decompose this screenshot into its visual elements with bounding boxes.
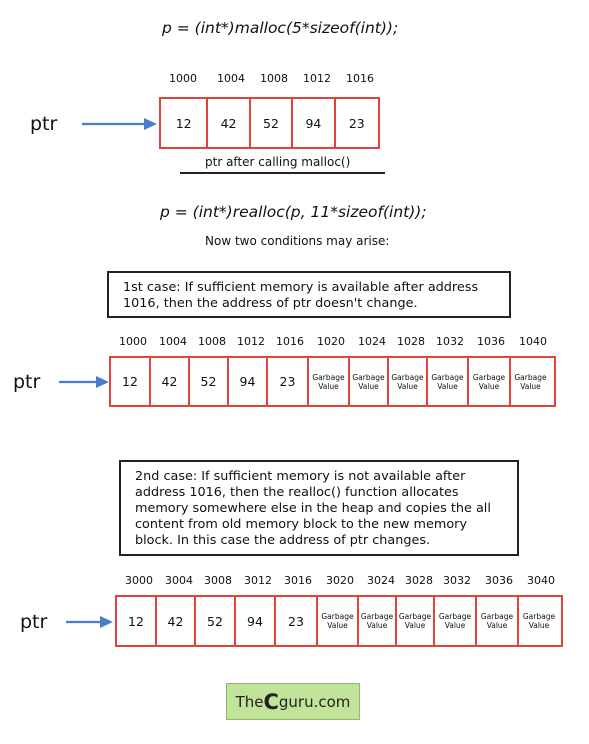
conditions-text: Now two conditions may arise: <box>205 234 390 248</box>
memory-address-label: 3036 <box>485 574 513 587</box>
case1-box: 1st case: If sufficient memory is availa… <box>107 271 511 318</box>
memory-cell: 12 <box>117 597 157 645</box>
memory-address-label: 3016 <box>284 574 312 587</box>
memory-address-label: 3032 <box>443 574 471 587</box>
memory-address-label: 3028 <box>405 574 433 587</box>
memory-cell: 42 <box>157 597 196 645</box>
memory-address-label: 3040 <box>527 574 555 587</box>
memory-cell: 52 <box>251 99 294 147</box>
memory-address-label: 3004 <box>165 574 193 587</box>
memory-address-label: 1028 <box>397 335 425 348</box>
memory-address-label: 1024 <box>358 335 386 348</box>
caption-underline <box>180 172 385 174</box>
memory-address-label: 1004 <box>217 72 245 85</box>
memory-address-label: 3012 <box>244 574 272 587</box>
memory-cell-garbage: Garbage Value <box>397 597 435 645</box>
memory-cell: 23 <box>268 358 309 405</box>
memory-cell-garbage: Garbage Value <box>318 597 359 645</box>
memory-cell-garbage: Garbage Value <box>469 358 511 405</box>
memory-cell-garbage: Garbage Value <box>477 597 519 645</box>
memory-cell: 52 <box>190 358 229 405</box>
memory-cell: 42 <box>151 358 190 405</box>
arrow-icon <box>66 616 113 628</box>
memory-cell-garbage: Garbage Value <box>350 358 389 405</box>
memory-address-label: 1012 <box>237 335 265 348</box>
ptr-label-2: ptr <box>13 371 41 393</box>
memory-cell: 12 <box>161 99 209 147</box>
logo-suffix: guru.com <box>278 692 351 711</box>
memory-address-label: 1008 <box>260 72 288 85</box>
after-malloc-caption: ptr after calling malloc() <box>205 155 351 169</box>
memory-cell-garbage: Garbage Value <box>522 612 556 630</box>
memory-cell-garbage: Garbage Value <box>359 597 397 645</box>
memory-address-label: 1032 <box>436 335 464 348</box>
memory-cell: 23 <box>276 597 318 645</box>
memory-address-label: 1012 <box>303 72 331 85</box>
memory-address-label: 1004 <box>159 335 187 348</box>
ptr-label-1: ptr <box>30 113 58 135</box>
memory-cell: 94 <box>236 597 276 645</box>
logo-big-letter: C <box>263 689 279 714</box>
logo-prefix: The <box>235 692 264 711</box>
memory-cell: 12 <box>111 358 151 405</box>
arrow-icon <box>59 376 109 388</box>
case2-box: 2nd case: If sufficient memory is not av… <box>119 460 519 556</box>
malloc-statement: p = (int*)malloc(5*sizeof(int)); <box>162 19 399 37</box>
memory-address-label: 1000 <box>119 335 147 348</box>
memory-address-label: 1016 <box>276 335 304 348</box>
memory-cell-garbage: Garbage Value <box>435 597 477 645</box>
memory-cell-garbage: Garbage Value <box>309 358 350 405</box>
memory-address-label: 1008 <box>198 335 226 348</box>
memory-cell: 52 <box>196 597 236 645</box>
memory-address-label: 1040 <box>519 335 547 348</box>
memory-cell-garbage: Garbage Value <box>514 372 547 391</box>
memory-cell: 94 <box>293 99 336 147</box>
memory-address-label: 1020 <box>317 335 345 348</box>
memory-cell-garbage: Garbage Value <box>428 358 469 405</box>
ptr-label-3: ptr <box>20 611 48 633</box>
memory-address-label: 3000 <box>125 574 153 587</box>
memory-address-label: 1016 <box>346 72 374 85</box>
memory-address-label: 1000 <box>169 72 197 85</box>
arrow-icon <box>82 118 157 130</box>
memory-address-label: 3020 <box>326 574 354 587</box>
memory-cell: 42 <box>208 99 251 147</box>
memory-cell: 94 <box>229 358 268 405</box>
memory-cell: 23 <box>348 115 365 131</box>
memory-address-label: 3008 <box>204 574 232 587</box>
memory-cell-garbage: Garbage Value <box>389 358 428 405</box>
memory-address-label: 1036 <box>477 335 505 348</box>
realloc-statement: p = (int*)realloc(p, 11*sizeof(int)); <box>160 203 427 221</box>
memory-address-label: 3024 <box>367 574 395 587</box>
